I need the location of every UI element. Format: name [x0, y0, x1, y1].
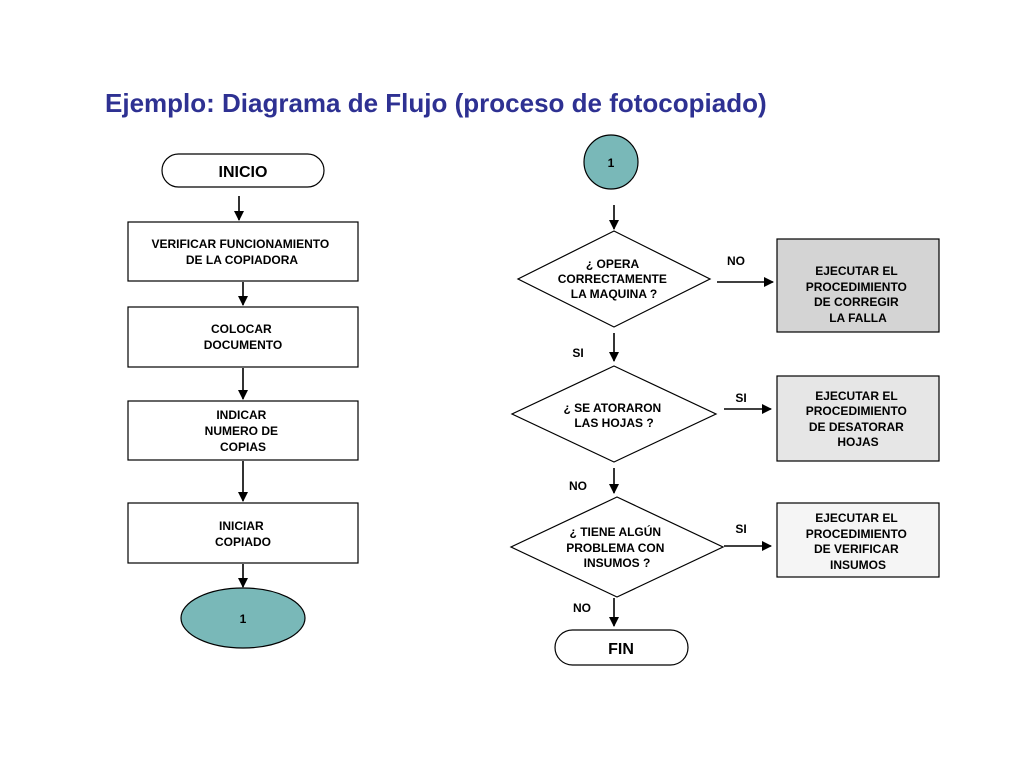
start-terminal [161, 153, 325, 188]
action-text-line: PROCEDIMIENTO [806, 280, 907, 294]
process-text-colocar: COLOCAR DOCUMENTO [204, 322, 282, 352]
process-text-line: NUMERO DE [205, 424, 278, 438]
page-title: Ejemplo: Diagrama de Flujo (proceso de f… [105, 88, 767, 118]
process-text-line: DE LA COPIADORA [186, 253, 299, 267]
start-label: INICIO [219, 164, 268, 181]
decision-text-line: ¿ SE ATORARON [563, 401, 661, 415]
end-label: FIN [608, 641, 634, 658]
branch-label-decision3-down: NO [573, 601, 591, 615]
process-text-line: COPIAS [220, 440, 266, 454]
process-text-line: COLOCAR [211, 322, 272, 336]
decision-text-line: INSUMOS ? [584, 556, 651, 570]
end-terminal [554, 629, 689, 666]
decision-text-line: PROBLEMA CON [566, 541, 664, 555]
action-text-line: INSUMOS [830, 558, 886, 572]
branch-label-decision1-side: NO [727, 254, 745, 268]
process-box-iniciar [127, 502, 359, 564]
branch-label-decision2-side: SI [735, 391, 746, 405]
process-text-line: INICIAR [219, 519, 264, 533]
process-text-line: DOCUMENTO [204, 338, 282, 352]
action-text-corregir-falla: EJECUTAR EL PROCEDIMIENTO DE CORREGIR LA… [806, 264, 910, 325]
action-box-corregir-falla [776, 238, 940, 333]
connector-circle-right [583, 134, 639, 190]
decision-diamond-opera [516, 230, 712, 328]
action-text-line: DE CORREGIR [814, 295, 899, 309]
action-box-verificar-insumos [776, 502, 940, 578]
decision-text-line: LAS HOJAS ? [574, 416, 653, 430]
action-text-line: EJECUTAR EL [815, 511, 897, 525]
decision-text-insumos: ¿ TIENE ALGÚN PROBLEMA CON INSUMOS ? [566, 524, 668, 570]
decision-text-line: ¿ OPERA [586, 257, 640, 271]
decision-text-opera: ¿ OPERA CORRECTAMENTE LA MAQUINA ? [558, 257, 670, 301]
action-text-line: EJECUTAR EL [815, 264, 897, 278]
process-text-line: VERIFICAR FUNCIONAMIENTO [151, 237, 329, 251]
process-text-indicar: INDICAR NUMERO DE COPIAS [205, 408, 282, 454]
decision-text-line: LA MAQUINA ? [571, 287, 657, 301]
action-text-line: PROCEDIMIENTO [806, 527, 907, 541]
branch-label-decision3-side: SI [735, 522, 746, 536]
action-text-line: PROCEDIMIENTO [806, 404, 907, 418]
branch-label-decision1-down: SI [572, 346, 583, 360]
decision-diamond-insumos [509, 496, 725, 598]
branch-label-decision2-down: NO [569, 479, 587, 493]
action-text-line: EJECUTAR EL [815, 389, 897, 403]
process-box-colocar [127, 306, 359, 368]
process-text-verificar: VERIFICAR FUNCIONAMIENTO DE LA COPIADORA [151, 237, 332, 267]
decision-diamond-atoraron [510, 365, 718, 463]
connector-label-right: 1 [608, 156, 615, 170]
action-text-line: DE DESATORAR [809, 420, 904, 434]
action-box-desatorar-hojas [776, 375, 940, 462]
connector-circle-left [180, 587, 306, 649]
process-text-iniciar: INICIAR COPIADO [215, 519, 271, 549]
decision-text-atoraron: ¿ SE ATORARON LAS HOJAS ? [563, 401, 664, 430]
action-text-line: DE VERIFICAR [814, 542, 899, 556]
action-text-line: HOJAS [837, 435, 878, 449]
process-box-indicar [127, 400, 359, 461]
process-box-verificar [127, 221, 359, 282]
process-text-line: INDICAR [216, 408, 266, 422]
process-text-line: COPIADO [215, 535, 271, 549]
action-text-line: LA FALLA [829, 311, 887, 325]
action-text-desatorar-hojas: EJECUTAR EL PROCEDIMIENTO DE DESATORAR H… [806, 389, 910, 449]
decision-text-line: CORRECTAMENTE [558, 272, 667, 286]
decision-text-line: ¿ TIENE ALGÚN [570, 524, 662, 539]
connector-label-left: 1 [240, 612, 247, 626]
action-text-verificar-insumos: EJECUTAR EL PROCEDIMIENTO DE VERIFICAR I… [806, 511, 910, 572]
